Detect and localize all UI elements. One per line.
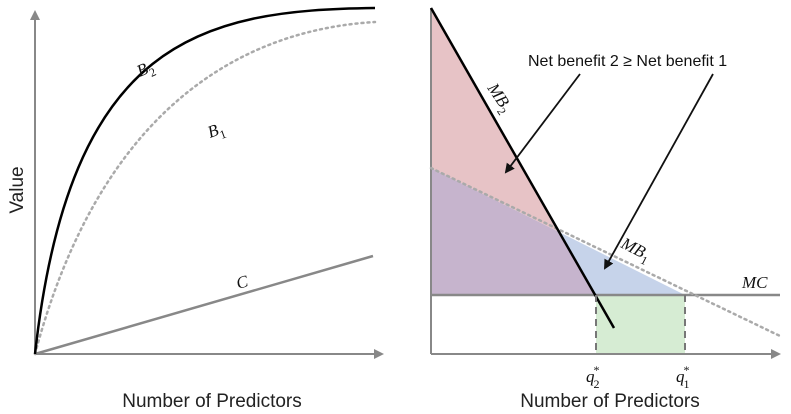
curve-c xyxy=(34,254,374,356)
right-panel: Net benefit 2 ≥ Net benefit 1 MB2 MB1 MC… xyxy=(429,7,782,412)
region-overlap xyxy=(431,168,596,295)
label-b2: B2 xyxy=(134,56,159,84)
annotation-arrow-1 xyxy=(504,73,581,174)
curve-b2 xyxy=(33,6,376,355)
annotation-text: Net benefit 2 ≥ Net benefit 1 xyxy=(528,53,727,70)
curve-mb1 xyxy=(429,166,782,338)
label-mc: MC xyxy=(741,273,768,292)
right-x-axis-title: Number of Predictors xyxy=(520,391,700,412)
label-b1: B1 xyxy=(205,118,228,145)
region-gain xyxy=(596,295,685,354)
label-c: C xyxy=(234,271,251,292)
annotation-arrow-2 xyxy=(604,73,714,270)
curve-mb2 xyxy=(429,7,616,329)
left-panel: B2 B1 C Value Number of Predictors xyxy=(7,6,384,412)
left-x-axis-title: Number of Predictors xyxy=(122,391,302,412)
tick-q1: q*1 xyxy=(676,363,690,391)
region-net-benefit-1-extra xyxy=(557,231,685,295)
tick-q2: q*2 xyxy=(586,363,600,391)
curve-b1 xyxy=(33,20,377,356)
left-y-axis-title: Value xyxy=(7,166,28,213)
